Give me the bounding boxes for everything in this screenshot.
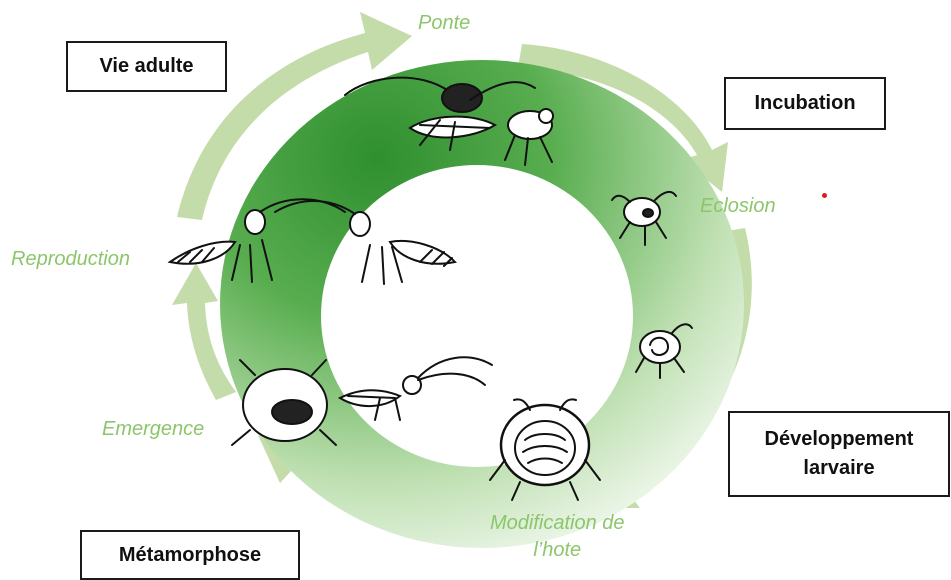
red-marker-dot	[822, 193, 827, 198]
stage-box-vie-adulte: Vie adulte	[66, 41, 227, 92]
event-label-reproduction: Reproduction	[11, 246, 130, 273]
event-label-emergence: Emergence	[102, 416, 204, 443]
event-label-modification-line2: l’hote	[490, 537, 625, 564]
stage-box-developpement-larvaire: Développement larvaire	[728, 411, 950, 497]
cycle-ring	[220, 60, 744, 548]
event-label-modification-line1: Modification de	[490, 510, 625, 537]
event-label-modification: Modification de l’hote	[490, 510, 625, 564]
stage-box-metamorphose: Métamorphose	[80, 530, 300, 580]
stage-box-incubation: Incubation	[724, 77, 886, 130]
event-label-eclosion: Eclosion	[700, 193, 776, 220]
stage-box-developpement-line2: larvaire	[803, 454, 874, 483]
event-label-ponte: Ponte	[418, 10, 470, 37]
stage-box-developpement-line1: Développement	[765, 425, 914, 454]
